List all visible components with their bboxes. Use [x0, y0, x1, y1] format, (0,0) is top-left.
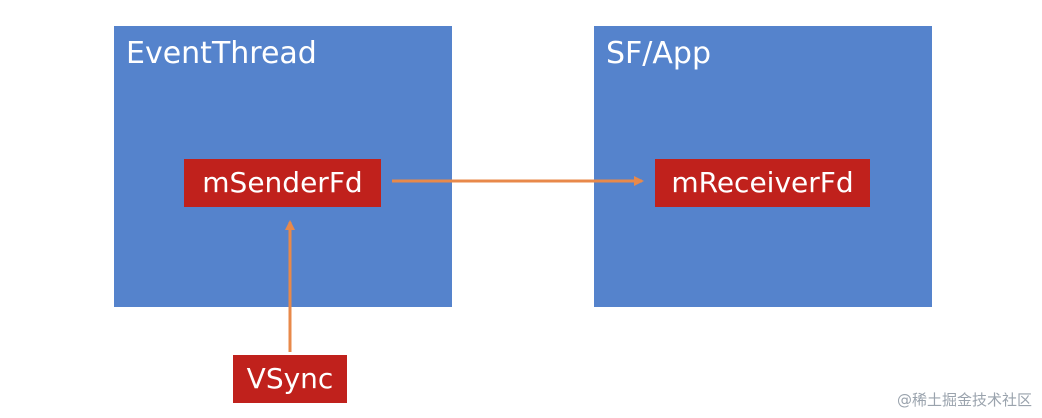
sf-app-title: SF/App [606, 36, 712, 71]
event-thread-panel: EventThread [114, 26, 452, 307]
receiver-fd-box: mReceiverFd [655, 159, 870, 207]
vsync-box: VSync [233, 355, 347, 403]
watermark-text: @稀土掘金技术社区 [896, 391, 1032, 409]
event-thread-title: EventThread [126, 36, 317, 71]
sf-app-panel: SF/App [594, 26, 932, 307]
sender-fd-box: mSenderFd [184, 159, 381, 207]
